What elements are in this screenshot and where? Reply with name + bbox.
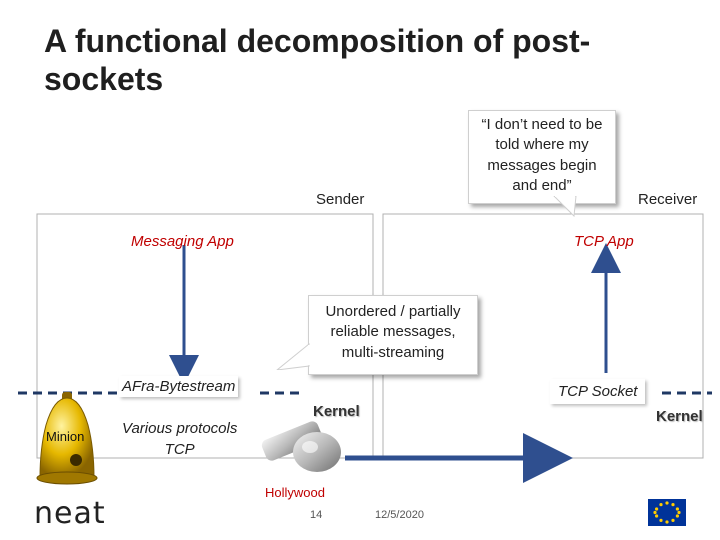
callout-top-text: “I don’t need to be told where my messag…: [481, 116, 603, 194]
neat-logo: neat: [34, 496, 106, 531]
callout-middle-text: Unordered / partially reliable messages,…: [325, 303, 461, 361]
callout-middle: Unordered / partially reliable messages,…: [308, 295, 478, 375]
hollywood-label: Hollywood: [265, 485, 325, 500]
kernel-left-label: Kernel: [313, 403, 360, 420]
tcp-socket-label: TCP Socket: [550, 379, 646, 404]
minion-label: Minion: [46, 429, 85, 444]
messaging-app-label: Messaging App: [131, 233, 234, 250]
page-title: A functional decomposition of post-socke…: [44, 23, 591, 98]
callout-top-tail: [553, 196, 577, 218]
tcp-label: TCP: [164, 441, 195, 458]
date-label: 12/5/2020: [375, 509, 424, 521]
tcp-app-label: TCP App: [574, 233, 634, 250]
receiver-label: Receiver: [638, 191, 698, 208]
kernel-right-label: Kernel: [656, 408, 703, 425]
eu-flag-icon: [648, 499, 686, 526]
whistle-icon: [261, 421, 341, 472]
page-number: 14: [310, 509, 323, 521]
various-protocols-block: Various protocols TCP: [122, 418, 237, 460]
various-protocols-label: Various protocols: [122, 420, 238, 437]
afra-bytestream-label: AFra-Bytestream: [119, 376, 239, 397]
callout-middle-tail: [276, 342, 310, 370]
callout-top: “I don’t need to be told where my messag…: [468, 110, 616, 204]
sender-label: Sender: [316, 191, 365, 208]
bell-icon: [36, 392, 98, 485]
